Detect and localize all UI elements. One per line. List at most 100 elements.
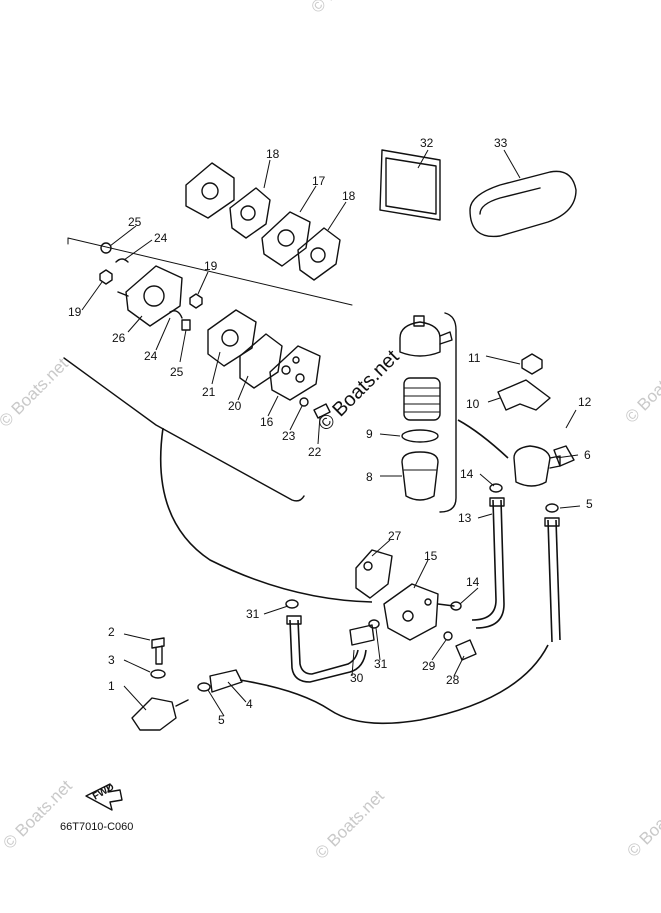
bolt-2 bbox=[151, 637, 165, 665]
filter-cap-assembly bbox=[399, 315, 453, 357]
callout-5-right: 5 bbox=[586, 497, 593, 511]
hose-route-filter bbox=[457, 419, 509, 459]
gasket-group-bracket-top bbox=[67, 237, 353, 306]
hose-30 bbox=[289, 619, 367, 683]
watermark-bottom-right: © Boats.net bbox=[623, 784, 661, 861]
pump-cover-26 bbox=[117, 265, 183, 327]
hose-route-main bbox=[239, 644, 549, 725]
washer-29 bbox=[443, 631, 453, 641]
callout-32: 32 bbox=[420, 136, 434, 150]
watermark-bottom-left: © Boats.net bbox=[0, 776, 76, 853]
washer-23 bbox=[299, 397, 309, 407]
callout-12: 12 bbox=[578, 395, 592, 409]
callout-3: 3 bbox=[108, 653, 115, 667]
watermark-left: © Boats.net bbox=[0, 354, 72, 431]
callout-22: 22 bbox=[308, 445, 322, 459]
screw-25-upper bbox=[100, 242, 112, 254]
bolt-28 bbox=[455, 639, 477, 661]
callout-31-left: 31 bbox=[246, 607, 260, 621]
callout-24-lower: 24 bbox=[144, 349, 158, 363]
callout-31-right: 31 bbox=[374, 657, 388, 671]
gasket-20 bbox=[239, 333, 283, 389]
watermark-top: © Boats.net bbox=[307, 0, 384, 17]
callout-14-upper: 14 bbox=[460, 467, 474, 481]
callout-23: 23 bbox=[282, 429, 296, 443]
gasket-27 bbox=[355, 549, 393, 599]
fuel-joint-1 bbox=[131, 697, 189, 731]
callout-33: 33 bbox=[494, 136, 508, 150]
callout-19-right: 19 bbox=[204, 259, 218, 273]
gasket-18-upper bbox=[229, 187, 271, 239]
callout-18-lower: 18 bbox=[342, 189, 356, 203]
hose-5-right bbox=[547, 519, 553, 643]
callout-labels: 18 17 18 25 24 19 19 26 24 25 21 20 16 2… bbox=[68, 136, 593, 727]
gasket-plate-top bbox=[185, 162, 235, 219]
leader-lines bbox=[81, 149, 581, 717]
callout-29: 29 bbox=[422, 659, 436, 673]
callout-10: 10 bbox=[466, 397, 480, 411]
filter-cup-8 bbox=[401, 451, 439, 501]
clip-5-right bbox=[545, 503, 559, 513]
screw-22 bbox=[313, 403, 331, 419]
callout-24-upper: 24 bbox=[154, 231, 168, 245]
callout-16: 16 bbox=[260, 415, 274, 429]
fuel-pump-group-bracket bbox=[63, 357, 305, 502]
diaphragm-21 bbox=[207, 309, 257, 367]
o-ring-9 bbox=[401, 429, 439, 443]
callout-13: 13 bbox=[458, 511, 472, 525]
callout-17: 17 bbox=[312, 174, 326, 188]
nut-19-right bbox=[189, 293, 203, 309]
diagram-code: 66T7010-C060 bbox=[60, 821, 133, 833]
callout-30: 30 bbox=[350, 671, 364, 685]
clip-14-upper bbox=[489, 483, 503, 493]
hose-13 bbox=[471, 499, 497, 621]
callout-2: 2 bbox=[108, 625, 115, 639]
hose-route-pump-lower bbox=[159, 427, 373, 603]
callout-21: 21 bbox=[202, 385, 216, 399]
cover-33 bbox=[469, 170, 577, 238]
clip-24-upper bbox=[115, 258, 129, 263]
gasket-18-lower bbox=[297, 227, 341, 281]
label-32 bbox=[379, 149, 441, 221]
fuel-pump-15 bbox=[383, 583, 455, 641]
pump-body-16 bbox=[269, 345, 321, 401]
watermark-center: © Boats.net bbox=[314, 346, 404, 436]
forward-direction-arrow: FWD bbox=[85, 782, 123, 811]
callout-28: 28 bbox=[446, 673, 460, 687]
clip-5-left bbox=[197, 682, 211, 692]
clip-14-lower bbox=[450, 601, 462, 611]
callout-14-lower: 14 bbox=[466, 575, 480, 589]
bracket-10 bbox=[497, 379, 551, 411]
fuel-filter-6 bbox=[513, 445, 561, 487]
callout-8: 8 bbox=[366, 470, 373, 484]
screw-25-lower bbox=[181, 319, 191, 331]
callout-26: 26 bbox=[112, 331, 126, 345]
fwd-label: FWD bbox=[91, 782, 116, 803]
callout-19-left: 19 bbox=[68, 305, 82, 319]
watermark-right: © Boats.net bbox=[621, 350, 661, 427]
hose-4 bbox=[209, 669, 243, 693]
callout-15: 15 bbox=[424, 549, 438, 563]
gasket-17 bbox=[261, 211, 311, 267]
callout-25-upper: 25 bbox=[128, 215, 142, 229]
watermark-bottom-center: © Boats.net bbox=[311, 786, 388, 863]
filter-element bbox=[403, 377, 441, 421]
hose-30-end bbox=[349, 624, 375, 646]
callout-4: 4 bbox=[246, 697, 253, 711]
clip-31-left bbox=[285, 599, 299, 609]
filter-group-bracket bbox=[439, 312, 457, 513]
callout-5-left: 5 bbox=[218, 713, 225, 727]
nut-19-left bbox=[99, 269, 113, 285]
nut-11 bbox=[521, 353, 543, 375]
clip-24-lower bbox=[169, 310, 183, 319]
callout-9: 9 bbox=[366, 427, 373, 441]
callout-25-lower: 25 bbox=[170, 365, 184, 379]
callout-6: 6 bbox=[584, 448, 591, 462]
washer-3 bbox=[150, 669, 166, 679]
callout-18-upper: 18 bbox=[266, 147, 280, 161]
callout-11: 11 bbox=[468, 351, 481, 365]
callout-1: 1 bbox=[108, 679, 115, 693]
clip-31-right bbox=[368, 619, 380, 629]
callout-20: 20 bbox=[228, 399, 242, 413]
